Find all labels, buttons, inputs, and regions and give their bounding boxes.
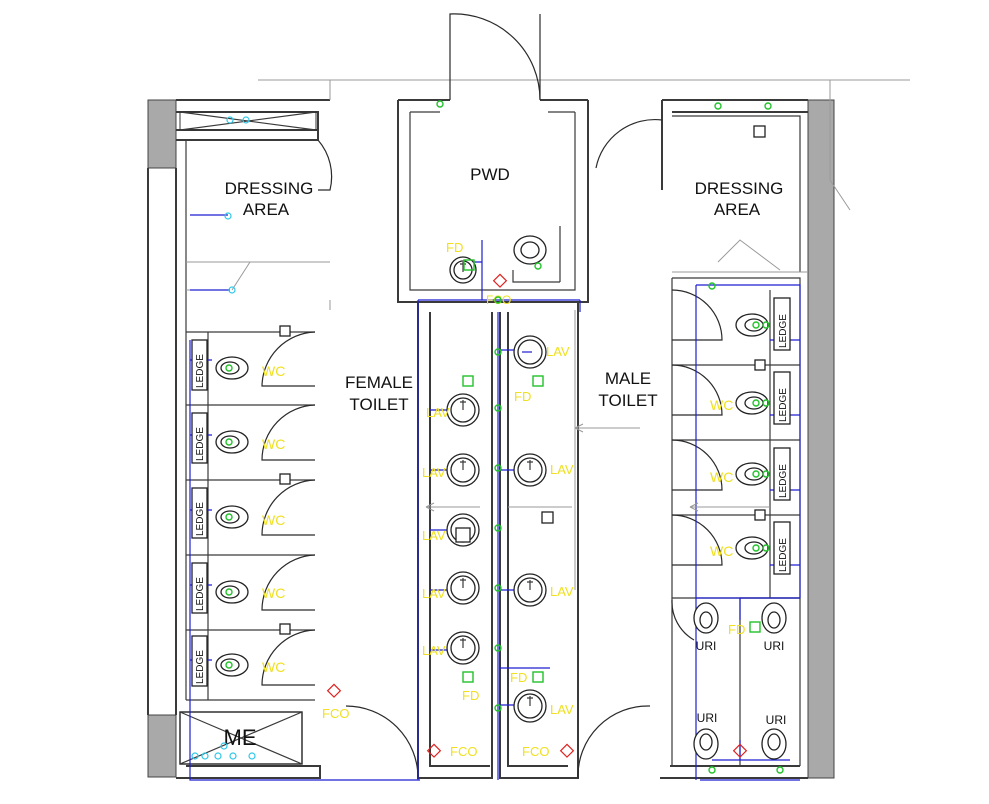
male-toilet-label-1: MALE — [605, 369, 651, 388]
fd-label: FD — [514, 389, 531, 404]
me-shaft: ME — [179, 111, 317, 765]
fd-label: FD — [462, 688, 479, 703]
lav-label: LAV — [422, 643, 446, 658]
column-top-left — [147, 99, 177, 169]
me-label: ME — [224, 725, 257, 750]
male-lavs: LAV LAV LAV LAV — [513, 335, 574, 723]
ledge-label: LEDGE — [195, 502, 206, 536]
column-bottom-left — [147, 714, 177, 778]
pwd-fixtures: FD FCO — [446, 226, 561, 307]
female-wc-5: LEDGE WC — [191, 635, 285, 687]
urinal-2: URI — [761, 602, 787, 653]
ledge-label: LEDGE — [195, 577, 206, 611]
fd-label: FD — [446, 240, 463, 255]
vents — [191, 100, 784, 774]
male-lav-3: LAV — [513, 573, 574, 607]
urinal-3: URI — [693, 711, 719, 760]
doors — [261, 13, 723, 779]
fco-label: FCO — [522, 744, 549, 759]
ledge-label: LEDGE — [778, 388, 789, 422]
female-wc-2: LEDGE WC — [191, 412, 285, 464]
male-wcs: LEDGE LEDGE WC LEDGE WC LEDGE — [710, 125, 791, 575]
urinal-1: URI — [693, 602, 719, 653]
dressing-left-label-2: AREA — [243, 200, 290, 219]
female-lav-3: LAV — [422, 513, 480, 547]
female-wcs: LEDGE WC LEDGE WC LEDGE WC LEDGE — [191, 325, 291, 687]
uri-label: URI — [696, 639, 717, 653]
pwd-label: PWD — [470, 165, 510, 184]
lav-label: LAV — [422, 465, 446, 480]
lav-label: LAV — [550, 584, 574, 599]
female-lavs: LAV LAV LAV LAV LAV — [422, 393, 480, 665]
fd-label: FD — [510, 670, 527, 685]
fco-label: FCO — [450, 744, 477, 759]
male-wc-4: LEDGE WC — [710, 521, 791, 575]
fd-label: FD — [728, 622, 745, 637]
flow-arrows — [425, 423, 770, 512]
dressing-left-label-1: DRESSING — [225, 179, 314, 198]
male-wc-1: LEDGE — [735, 297, 791, 351]
drains-cleanouts: FD FD FD FCO FCO FCO — [322, 375, 748, 759]
urinal-4: URI — [761, 713, 787, 760]
wc-label: WC — [710, 469, 733, 485]
fco-label: FCO — [486, 293, 511, 307]
ledge-label: LEDGE — [195, 354, 206, 388]
male-lav-2: LAV — [513, 453, 574, 487]
uri-label: URI — [766, 713, 787, 727]
female-lav-4: LAV — [422, 571, 480, 605]
fco-label: FCO — [322, 706, 349, 721]
lav-label: LAV — [550, 702, 574, 717]
female-lav-1: LAV — [426, 393, 480, 427]
wc-label: WC — [710, 397, 733, 413]
wc-label: WC — [262, 363, 285, 379]
female-wc-1: LEDGE WC — [191, 339, 285, 391]
lav-label: LAV — [426, 405, 450, 420]
female-wc-4: LEDGE WC — [191, 562, 285, 614]
male-wc-2: LEDGE WC — [710, 371, 791, 425]
female-wc-3: LEDGE WC — [191, 487, 285, 539]
lav-label: LAV — [422, 528, 446, 543]
wc-label: WC — [262, 585, 285, 601]
lav-label: LAV — [546, 344, 570, 359]
female-lav-2: LAV — [422, 453, 480, 487]
ledge-label: LEDGE — [778, 464, 789, 498]
female-toilet-label-1: FEMALE — [345, 373, 413, 392]
dressing-right-label-1: DRESSING — [695, 179, 784, 198]
uri-label: URI — [697, 711, 718, 725]
male-toilet-label-2: TOILET — [598, 391, 657, 410]
lav-label: LAV — [550, 462, 574, 477]
male-lav-1: LAV — [513, 335, 570, 369]
ledge-label: LEDGE — [778, 314, 789, 348]
room-labels: DRESSING AREA PWD DRESSING AREA FEMALE T… — [225, 165, 784, 414]
female-lav-5: LAV — [422, 631, 480, 665]
wc-label: WC — [262, 436, 285, 452]
uri-label: URI — [764, 639, 785, 653]
ledge-label: LEDGE — [195, 427, 206, 461]
wc-label: WC — [262, 512, 285, 528]
wc-label: WC — [710, 543, 733, 559]
urinals: URI URI URI URI FD — [693, 602, 787, 760]
male-wc-3: LEDGE WC — [710, 447, 791, 501]
outer-walls — [147, 79, 910, 779]
wc-label: WC — [262, 659, 285, 675]
lav-label: LAV — [422, 586, 446, 601]
ledge-label: LEDGE — [195, 650, 206, 684]
column-right — [807, 99, 835, 779]
dressing-right-label-2: AREA — [714, 200, 761, 219]
female-toilet-label-2: TOILET — [349, 395, 408, 414]
ledge-label: LEDGE — [778, 538, 789, 572]
male-lav-4: LAV — [513, 689, 574, 723]
